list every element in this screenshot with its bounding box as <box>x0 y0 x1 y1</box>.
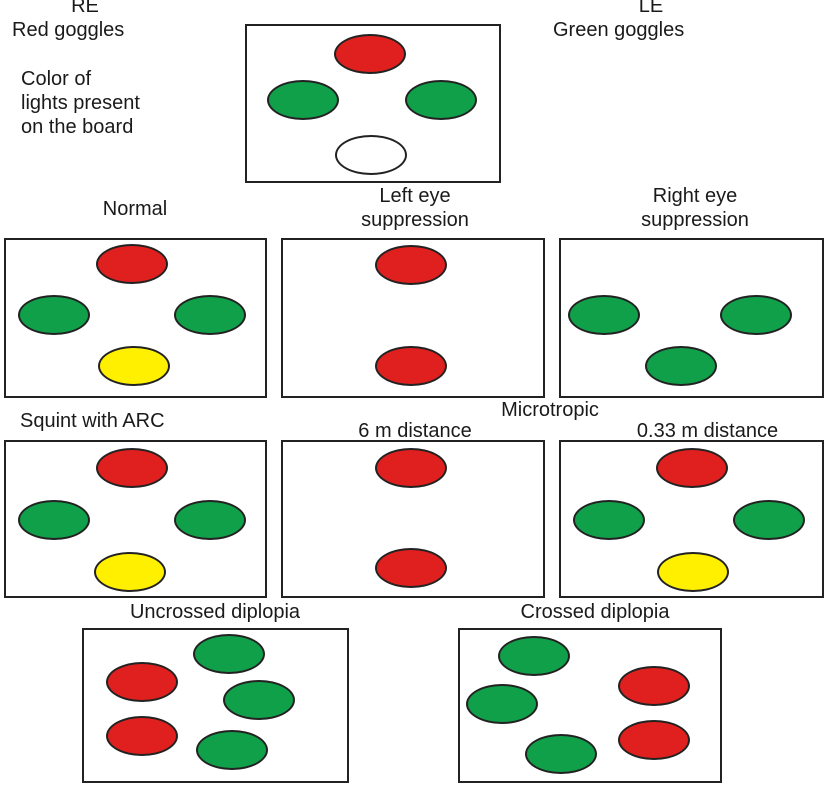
board-panel <box>245 24 501 183</box>
green-light <box>405 80 477 120</box>
red-light <box>375 245 447 285</box>
green-light <box>573 500 645 540</box>
green-light <box>18 295 90 335</box>
red-light <box>618 720 690 760</box>
re-label: RE <box>71 0 99 17</box>
uncrossed-diplopia-label: Uncrossed diplopia <box>129 601 301 623</box>
green-light <box>645 346 717 386</box>
microtropic-6m-panel <box>281 440 545 598</box>
le-goggles-label: Green goggles <box>553 19 685 41</box>
green-light <box>720 295 792 335</box>
uncrossed-diplopia-panel <box>82 628 349 783</box>
normal-label: Normal <box>102 198 168 220</box>
green-light <box>733 500 805 540</box>
re-goggles-label: Red goggles <box>12 19 125 41</box>
red-light <box>375 448 447 488</box>
green-light <box>568 295 640 335</box>
right-eye-suppression-label-line2: suppression <box>641 209 749 231</box>
microtropic-label: Microtropic <box>501 399 599 421</box>
left-eye-suppression-label-line2: suppression <box>361 209 469 231</box>
board-caption-line2: lights present <box>21 92 140 114</box>
normal-panel <box>4 238 267 398</box>
right-eye-suppression-panel <box>559 238 824 398</box>
red-light <box>106 662 178 702</box>
red-light <box>375 548 447 588</box>
white-light <box>335 135 407 175</box>
distance-6m-label: 6 m distance <box>358 420 472 442</box>
red-light <box>96 244 168 284</box>
green-light <box>196 730 268 770</box>
yellow-light <box>98 346 170 386</box>
squint-arc-label: Squint with ARC <box>20 410 165 432</box>
red-light <box>334 34 406 74</box>
red-light <box>618 666 690 706</box>
board-caption-line1: Color of <box>21 68 92 90</box>
red-light <box>96 448 168 488</box>
crossed-diplopia-panel <box>458 628 722 783</box>
left-eye-suppression-label-line1: Left eye <box>379 185 451 207</box>
le-label: LE <box>638 0 664 17</box>
crossed-diplopia-label: Crossed diplopia <box>520 601 670 623</box>
squint-arc-panel <box>4 440 267 598</box>
green-light <box>174 500 246 540</box>
right-eye-suppression-label-line1: Right eye <box>652 185 738 207</box>
left-eye-suppression-panel <box>281 238 545 398</box>
green-light <box>267 80 339 120</box>
green-light <box>525 734 597 774</box>
yellow-light <box>657 552 729 592</box>
green-light <box>18 500 90 540</box>
green-light <box>193 634 265 674</box>
microtropic-033m-panel <box>559 440 824 598</box>
red-light <box>375 346 447 386</box>
yellow-light <box>94 552 166 592</box>
green-light <box>223 680 295 720</box>
green-light <box>174 295 246 335</box>
green-light <box>498 636 570 676</box>
red-light <box>656 448 728 488</box>
green-light <box>466 684 538 724</box>
distance-033m-label: 0.33 m distance <box>636 420 779 442</box>
red-light <box>106 716 178 756</box>
board-caption-line3: on the board <box>21 116 134 138</box>
